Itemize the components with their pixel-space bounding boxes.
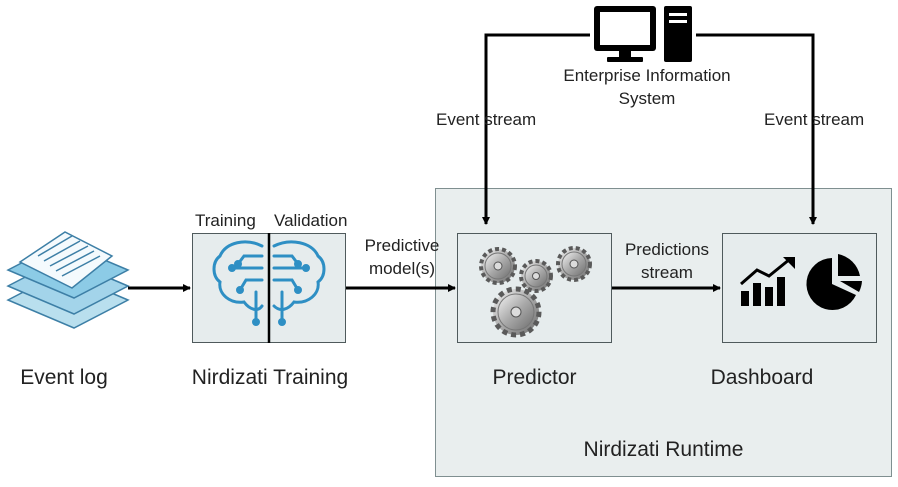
predictions-stream-label: Predictions stream — [614, 240, 720, 282]
predictor-label: Predictor — [492, 366, 577, 389]
predictions-line1: Predictions — [624, 240, 710, 259]
training-node-label: Nirdizati Training — [191, 366, 349, 389]
predictive-line1: Predictive — [364, 236, 440, 255]
stacked-documents-icon — [6, 231, 130, 329]
desktop-computer-icon — [594, 6, 692, 62]
arrow-eis-to-dashboard — [696, 33, 817, 225]
eis-label: Enterprise Information System — [540, 66, 754, 108]
gears-icon — [479, 246, 592, 338]
trending-bar-chart-icon — [740, 257, 795, 306]
event-stream-right-label: Event stream — [764, 110, 865, 129]
training-label: Training — [195, 211, 256, 230]
predictive-models-label: Predictive model(s) — [356, 236, 448, 278]
event-log-label: Event log — [20, 366, 108, 389]
predictions-line2: stream — [641, 262, 693, 282]
dashboard-label: Dashboard — [710, 366, 814, 389]
dashboard-box — [722, 233, 877, 343]
runtime-label: Nirdizati Runtime — [583, 438, 744, 461]
event-stream-left-label: Event stream — [436, 110, 537, 129]
pie-chart-icon — [806, 254, 862, 310]
circuit-brain-icon — [212, 240, 326, 326]
arrow-eis-to-predictor — [482, 33, 590, 225]
predictive-line2: model(s) — [368, 258, 436, 278]
validation-label: Validation — [274, 211, 348, 230]
eis-label-line2: System — [618, 88, 676, 108]
eis-label-line1: Enterprise Information — [563, 66, 731, 85]
